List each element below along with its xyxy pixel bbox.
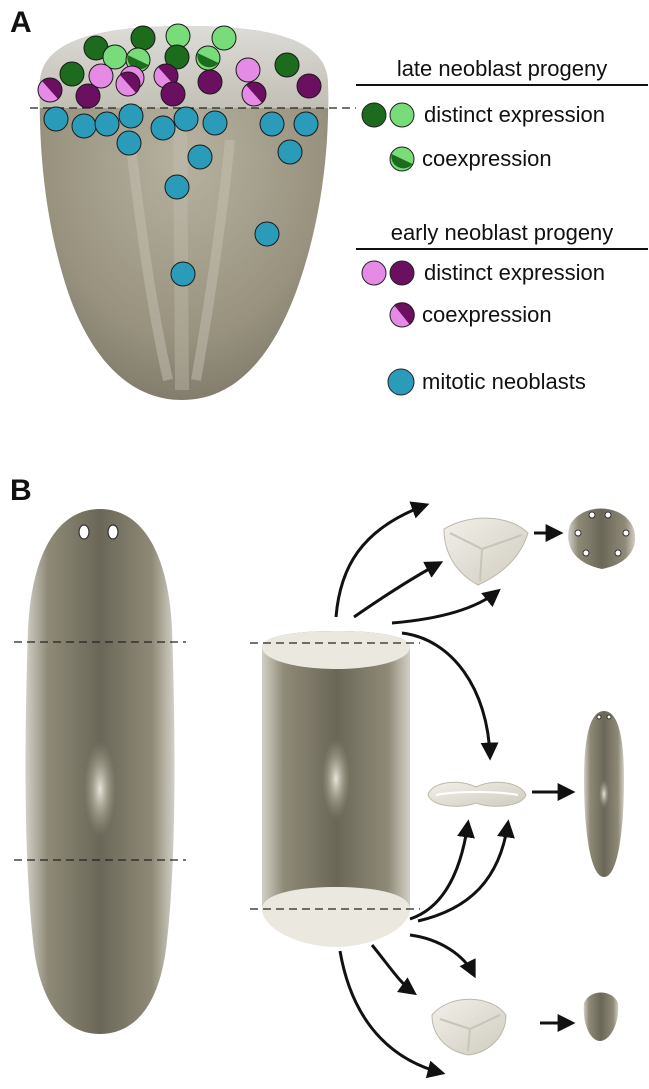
cell-pkco-16 <box>38 78 62 102</box>
cell-pu-15 <box>297 74 321 98</box>
legend-late-distinct: distinct expression <box>360 101 605 129</box>
early-distinct-swatches <box>360 259 418 287</box>
cell-tl-26 <box>174 107 198 131</box>
arrow-bottom-1 <box>410 935 474 975</box>
cell-pu-13 <box>198 70 222 94</box>
late-distinct-label: distinct expression <box>424 102 605 128</box>
blastema-middle <box>428 782 526 806</box>
cell-dg-1 <box>131 26 155 50</box>
cell-dg-9 <box>60 62 84 86</box>
cell-lg-2 <box>166 24 190 48</box>
cell-pkco-20 <box>242 82 266 106</box>
cell-tl-24 <box>119 104 143 128</box>
cell-tl-35 <box>171 262 195 286</box>
whole-planarian <box>26 509 175 1034</box>
cell-tl-22 <box>72 114 96 138</box>
cell-tl-27 <box>203 111 227 135</box>
cell-tl-32 <box>278 140 302 164</box>
cell-tl-25 <box>151 116 175 140</box>
legend-late-title: late neoblast progeny <box>356 56 648 86</box>
arrow-top-3 <box>392 591 498 623</box>
legend-late-coexpression: coexpression <box>388 145 552 173</box>
arrow-bottom-2 <box>372 945 414 993</box>
blastema-top <box>444 518 528 585</box>
cell-tl-28 <box>260 112 284 136</box>
late-distinct-swatches <box>360 101 418 129</box>
cell-tl-29 <box>294 112 318 136</box>
cell-pkco-18 <box>116 72 140 96</box>
cell-tl-34 <box>255 222 279 246</box>
mitotic-swatch <box>386 367 416 397</box>
cell-tl-33 <box>165 175 189 199</box>
cell-pu-17 <box>76 84 100 108</box>
regenerated-worm <box>584 711 624 877</box>
late-coexpression-swatch <box>388 145 416 173</box>
cell-pu-19 <box>161 82 185 106</box>
legend-mitotic: mitotic neoblasts <box>386 367 586 397</box>
cell-pk-14 <box>236 58 260 82</box>
cell-tl-31 <box>188 145 212 169</box>
arrow-mid-down <box>402 633 490 757</box>
early-coexpression-swatch <box>388 301 416 329</box>
mitotic-label: mitotic neoblasts <box>422 369 586 395</box>
cell-tl-30 <box>117 131 141 155</box>
cell-dg-8 <box>275 53 299 77</box>
early-distinct-label: distinct expression <box>424 260 605 286</box>
blastema-bottom <box>432 999 506 1055</box>
regenerated-head <box>568 509 635 570</box>
cell-tl-23 <box>95 112 119 136</box>
panel-b-diagram <box>0 489 649 1089</box>
late-coexpression-label: coexpression <box>422 146 552 172</box>
legend-early-distinct: distinct expression <box>360 259 605 287</box>
cell-lg-3 <box>212 26 236 50</box>
trunk-fragment <box>262 631 410 947</box>
eye-left-icon <box>79 525 89 539</box>
eye-right-icon <box>108 525 118 539</box>
arrow-top-2 <box>354 563 440 617</box>
head-fragment <box>40 26 328 400</box>
early-coexpression-label: coexpression <box>422 302 552 328</box>
regenerated-tail <box>584 993 619 1042</box>
legend-early-coexpression: coexpression <box>388 301 552 329</box>
cell-lgco-7 <box>196 46 220 70</box>
cell-tl-21 <box>44 107 68 131</box>
legend-early-title: early neoblast progeny <box>356 220 648 250</box>
